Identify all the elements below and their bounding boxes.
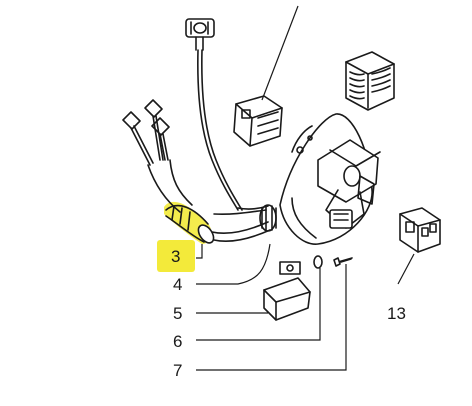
part-7-screw [333,257,353,267]
grommet [259,204,277,232]
part-5-regulator [263,261,311,321]
stator-coil [317,139,381,229]
leader-6 [196,268,321,341]
callout-3: 3 [171,247,181,266]
leader-3 [196,244,203,259]
callout-3-highlight [157,240,195,272]
leader-top [261,5,299,101]
connector-block-upper [233,95,283,147]
part-6-washer [313,255,323,269]
leader-13 [397,253,415,285]
wire-bundle [147,164,181,213]
callout-7: 7 [173,361,183,380]
spade-terminals [122,99,170,166]
part-13-connector [399,207,441,253]
single-wire [197,49,239,211]
callout-6: 6 [173,332,183,351]
callout-4: 4 [173,275,183,294]
part-3-sleeve [165,204,215,244]
terminal-stud-top [185,18,215,51]
leader-7 [196,264,347,371]
ignition-coil [345,51,395,111]
leader-4 [196,243,271,285]
callout-13: 13 [387,304,406,323]
harness [211,221,269,235]
callout-5: 5 [173,304,183,323]
